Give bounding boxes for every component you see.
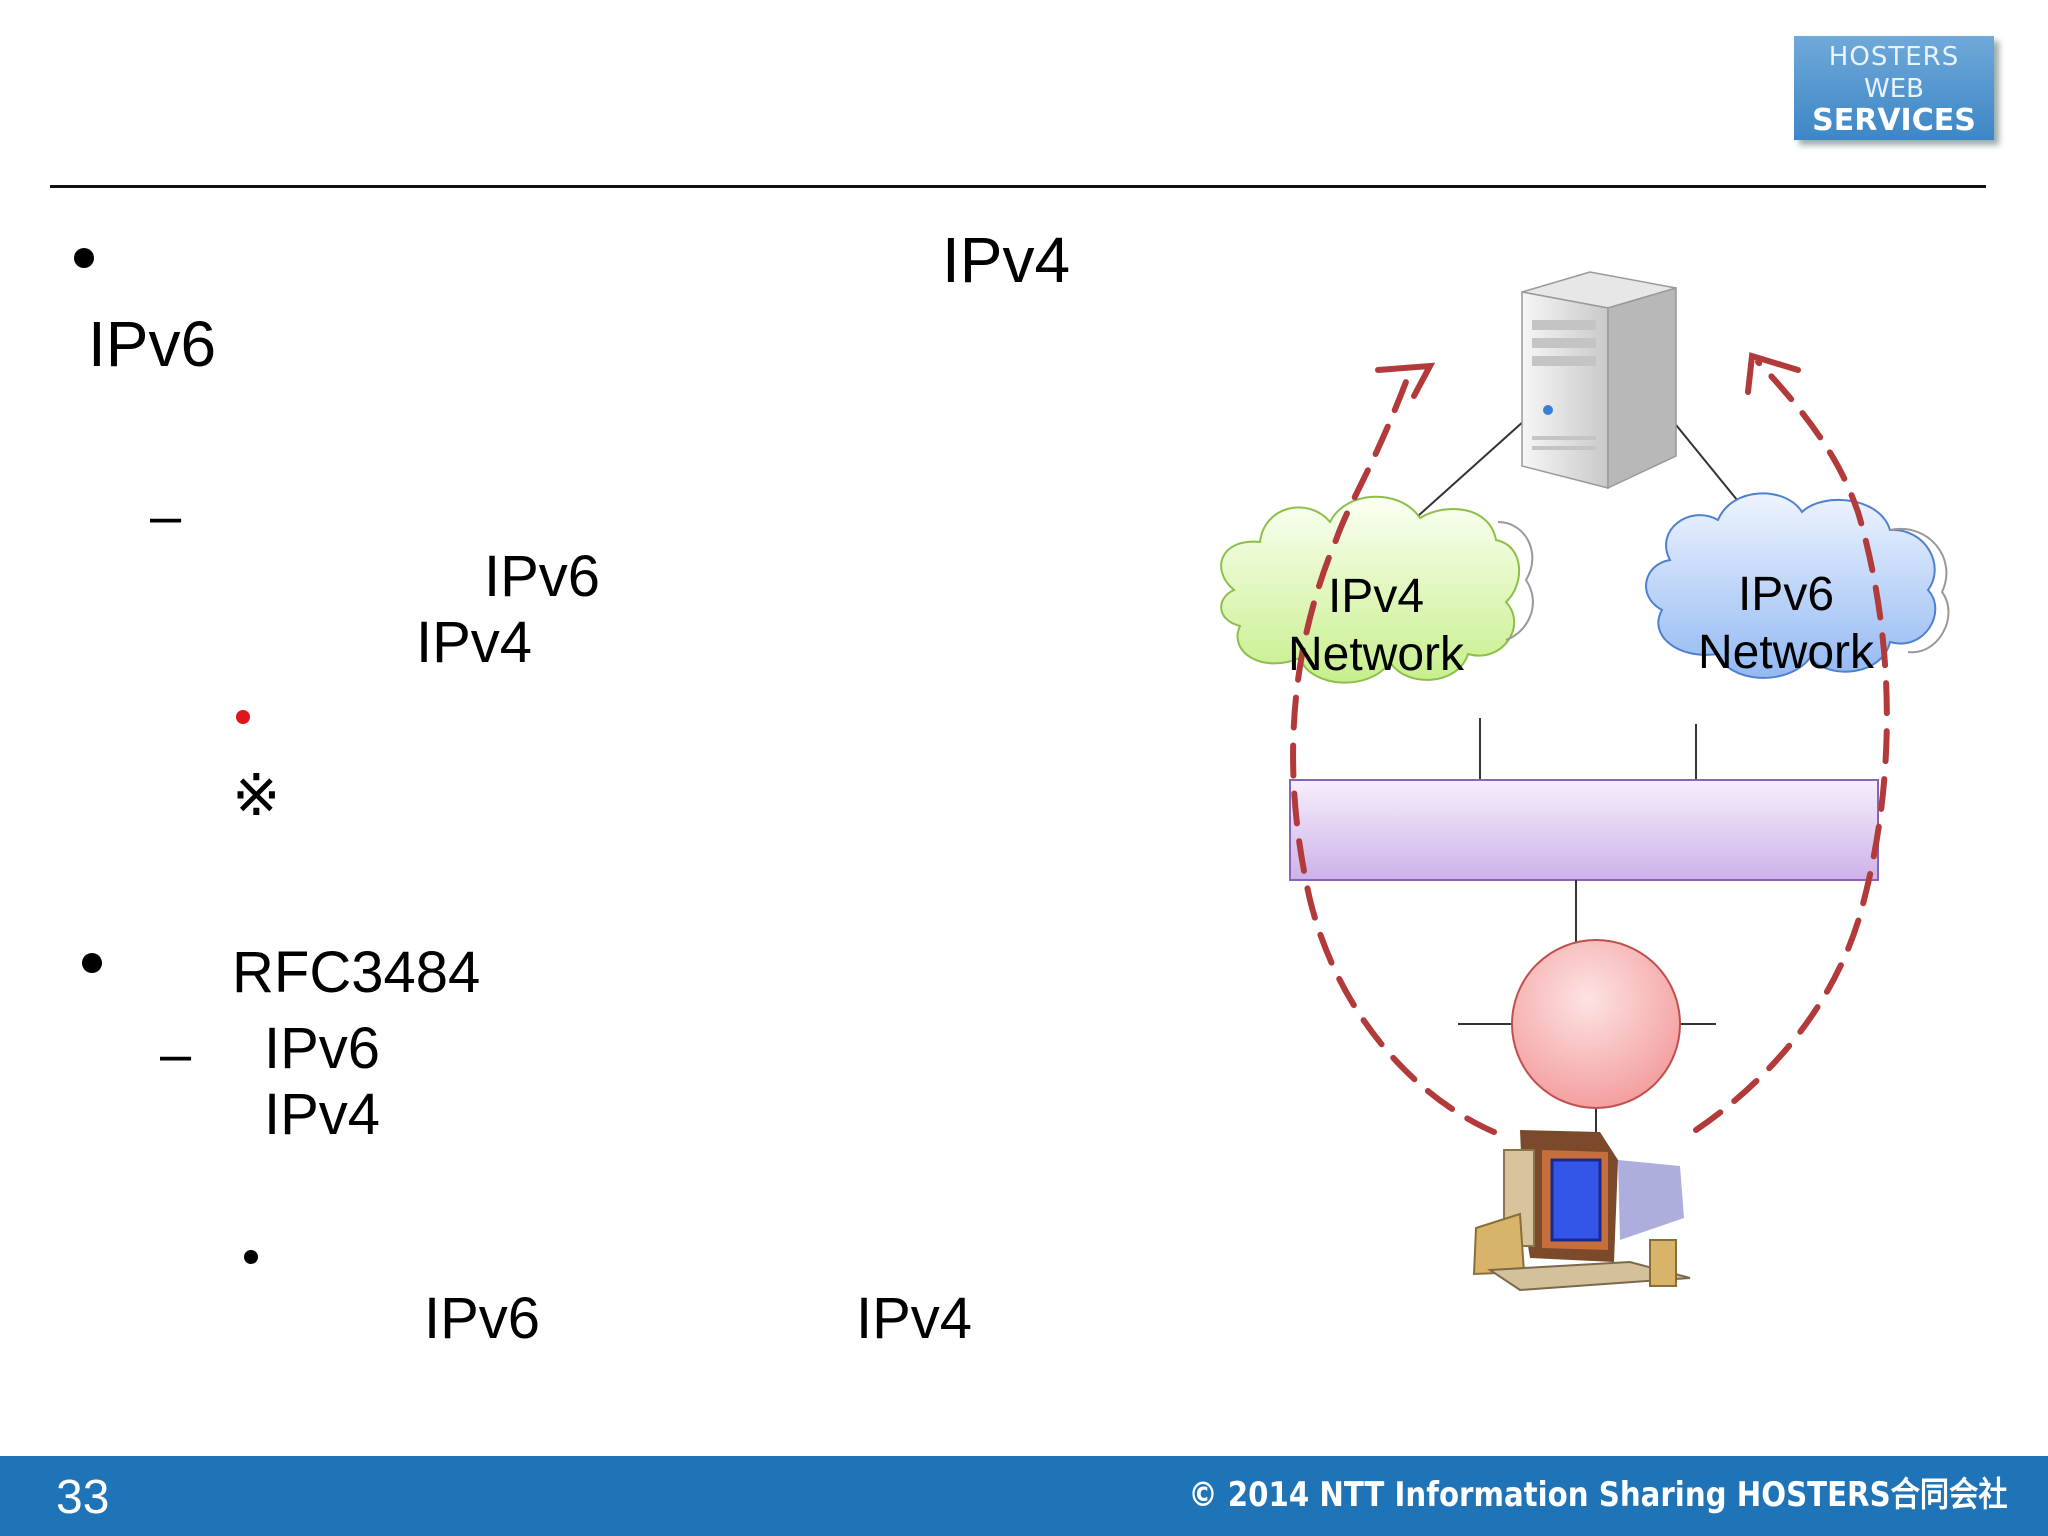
- sub-sub-ipv6: IPv6: [424, 1286, 541, 1351]
- arrowheads: [1375, 352, 1801, 399]
- bullet-1-ipv4: IPv4: [942, 224, 1071, 296]
- copyright-text: © 2014 NTT Information Sharing HOSTERS合同…: [1188, 1475, 2008, 1515]
- hosters-web-services-logo: HOSTERS WEB SERVICES: [1794, 36, 1994, 140]
- client-pc-icon: [1472, 1130, 1691, 1292]
- ipv6-label-line-2: Network: [1697, 626, 1875, 679]
- logo-line-2: WEB: [1864, 74, 1924, 104]
- ipv4-network-label: IPv4 Network: [1266, 568, 1486, 684]
- sub-2-ipv4: IPv4: [264, 1082, 381, 1147]
- bullet-1-ipv6: IPv6: [88, 308, 217, 380]
- network-diagram: [1220, 271, 1950, 1292]
- ipv4-cloud: [1220, 495, 1534, 684]
- ipv4-label-line-2: Network: [1287, 628, 1465, 681]
- ipv4-label-line-1: IPv4: [1327, 570, 1425, 623]
- dashed-path-left: [1290, 363, 1497, 1135]
- title-divider: [50, 185, 1986, 188]
- bullet-2-rfc3484: RFC3484: [232, 940, 481, 1005]
- ipv6-network-label: IPv6 Network: [1676, 566, 1896, 682]
- footer-bar: 33 © 2014 NTT Information Sharing HOSTER…: [0, 1456, 2048, 1536]
- router-bar: [1289, 779, 1879, 881]
- dashed-path-right: [1693, 359, 1890, 1133]
- sub-sub-ipv4: IPv4: [856, 1286, 973, 1351]
- host-node: [1458, 939, 1716, 1132]
- ipv6-label-line-1: IPv6: [1737, 568, 1835, 621]
- bullet-1: [74, 248, 94, 268]
- sub-dash-2: –: [160, 1022, 192, 1085]
- dashed-arrows: [1290, 359, 1890, 1135]
- sub-1-ipv6: IPv6: [484, 544, 601, 609]
- logo-line-1: HOSTERS: [1828, 42, 1960, 72]
- server-icon: [1521, 271, 1677, 490]
- sub-dash-1: –: [150, 484, 182, 547]
- reference-mark: ※: [232, 761, 281, 829]
- bullet-2: [82, 953, 102, 973]
- red-bullet: [236, 710, 250, 724]
- sub-1-ipv4: IPv4: [416, 610, 533, 675]
- sub-sub-bullet: [244, 1250, 258, 1264]
- link-server-ipv4: [1407, 419, 1526, 526]
- page-number: 33: [56, 1471, 110, 1524]
- logo-line-3: SERVICES: [1812, 103, 1976, 138]
- sub-2-ipv6: IPv6: [264, 1016, 381, 1081]
